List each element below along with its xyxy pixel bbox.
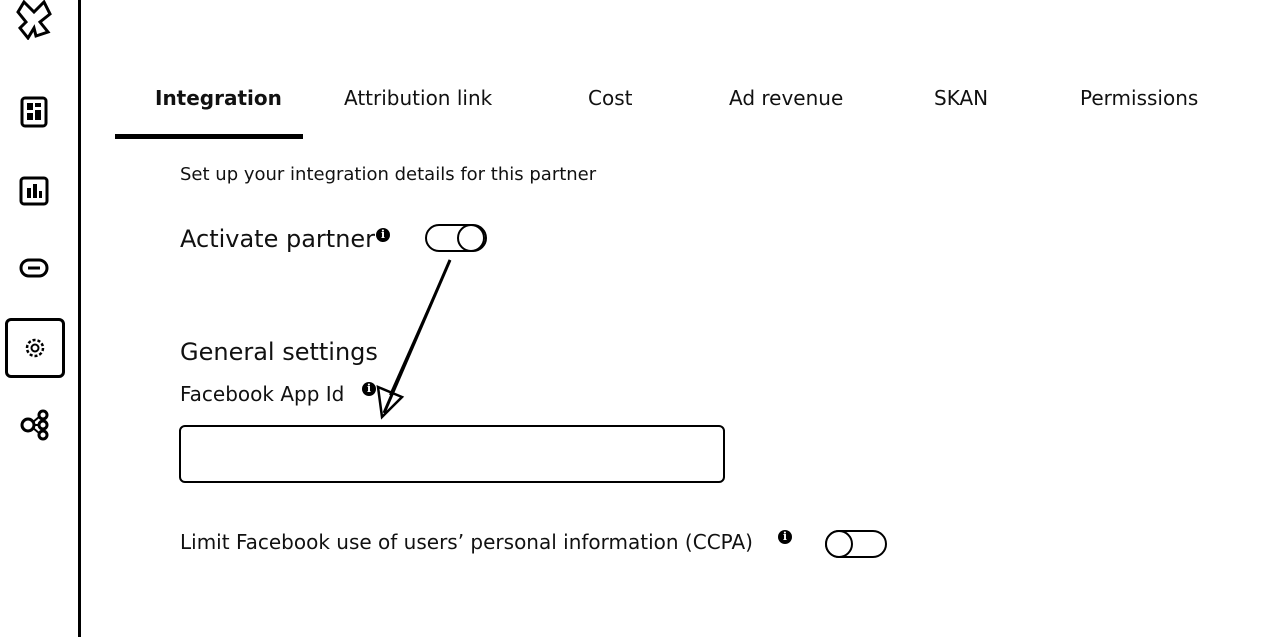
tab-cost[interactable]: Cost [588,86,633,110]
general-settings-title: General settings [180,338,378,366]
activate-partner-toggle[interactable] [425,224,487,252]
tab-integration[interactable]: Integration [155,86,282,110]
tab-permissions[interactable]: Permissions [1080,86,1199,110]
tab-attribution-link[interactable]: Attribution link [344,86,493,110]
activate-info-icon[interactable]: i [376,228,390,242]
partner-tabs: Integration Attribution link Cost Ad rev… [115,78,1255,140]
toggle-knob [825,530,853,558]
active-tab-indicator [115,134,303,139]
ccpa-info-icon[interactable]: i [778,530,792,544]
facebook-app-id-label: Facebook App Id [180,382,345,406]
logo-icon[interactable] [14,0,54,40]
report-icon[interactable] [14,171,54,211]
dashboard-icon[interactable] [14,92,54,132]
facebook-app-id-input[interactable] [179,425,725,483]
ccpa-label: Limit Facebook use of users’ personal in… [180,530,753,554]
settings-icon[interactable] [5,318,65,378]
annotation-arrow-icon [376,259,452,420]
activate-partner-label: Activate partner [180,225,376,253]
partners-icon[interactable] [14,405,54,445]
page-subtitle: Set up your integration details for this… [180,164,597,185]
tab-skan[interactable]: SKAN [934,86,989,110]
ccpa-toggle[interactable] [825,530,887,558]
tab-ad-revenue[interactable]: Ad revenue [729,86,844,110]
toggle-knob [457,224,485,252]
sidebar [0,0,81,637]
link-icon[interactable] [14,248,54,288]
app-id-info-icon[interactable]: i [362,382,376,396]
